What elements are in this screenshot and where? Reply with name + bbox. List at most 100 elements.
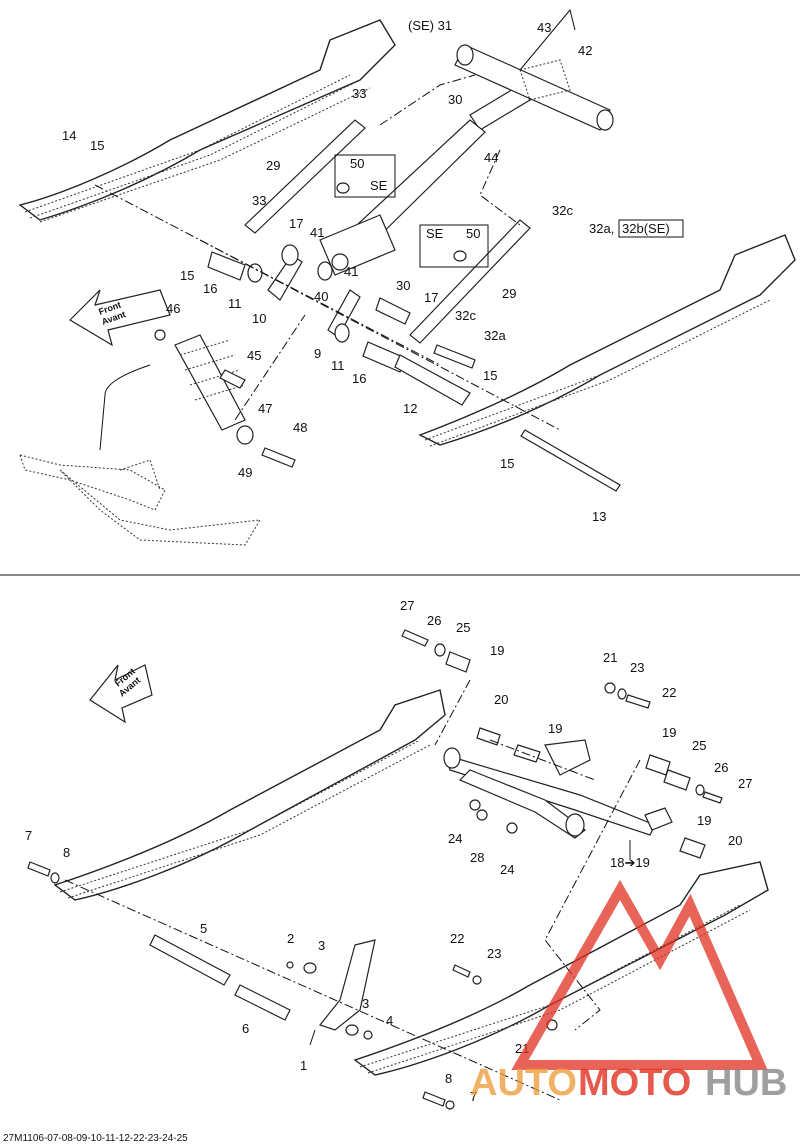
part-label: 17 <box>289 216 303 231</box>
part-label: 30 <box>396 278 410 293</box>
part-label: 24 <box>448 831 462 846</box>
part-label: 27 <box>738 776 752 791</box>
part-label: 32c <box>455 308 476 323</box>
part-label: 7 <box>470 1089 477 1104</box>
part-label: 46 <box>166 301 180 316</box>
part-label: 25 <box>456 620 470 635</box>
part-label: 23 <box>630 660 644 675</box>
rear-shock <box>154 329 296 468</box>
part-label: 28 <box>470 850 484 865</box>
top-crossbar <box>454 44 614 131</box>
watermark-triangle-logo <box>511 879 768 1070</box>
link-arm-right <box>409 219 531 344</box>
left-rail-top <box>18 19 396 223</box>
part-label: 42 <box>578 43 592 58</box>
se-box-right <box>419 224 489 268</box>
part-label: 5 <box>200 921 207 936</box>
part-label: 9 <box>314 346 321 361</box>
watermark-text-auto: AUTO <box>470 1062 577 1104</box>
bottom-part-labels: 27 26 25 19 21 23 22 20 19 19 25 26 27 2… <box>25 598 752 1104</box>
part-label: 47 <box>258 401 272 416</box>
part-label: 48 <box>293 420 307 435</box>
reference-code: 27M1106-07-08-09-10-11-12-22-23-24-25 <box>3 1133 188 1144</box>
front-arrow-bottom: Front Avant <box>89 664 153 724</box>
part-label: 20 <box>494 692 508 707</box>
part-label: 29 <box>502 286 516 301</box>
part-label: 2 <box>287 931 294 946</box>
right-rail-bottom <box>353 861 769 1076</box>
part-label: 29 <box>266 158 280 173</box>
part-label: 16 <box>203 281 217 296</box>
part-label: 49 <box>238 465 252 480</box>
se-box-left-number: 50 <box>350 156 364 171</box>
part-label: 40 <box>314 289 328 304</box>
part-label: 7 <box>25 828 32 843</box>
upper-arm-assembly <box>443 739 673 839</box>
part-label: 19 <box>662 725 676 740</box>
bracket-1 <box>286 939 376 1040</box>
part-label: 33 <box>352 86 366 101</box>
part-label: 22 <box>450 931 464 946</box>
bottom-section: Front Avant <box>25 598 769 1110</box>
part-label: 44 <box>484 150 498 165</box>
right-rail-top <box>418 234 796 447</box>
part-label: 19 <box>548 721 562 736</box>
part-label: 41 <box>344 264 358 279</box>
part-label: 33 <box>252 193 266 208</box>
axle-6 <box>234 984 291 1021</box>
watermark-text-moto: MOTO <box>578 1062 691 1104</box>
part-label: 19 <box>490 643 504 658</box>
part-label: 22 <box>662 685 676 700</box>
shock-absorber-upper <box>319 84 531 276</box>
part-label: 26 <box>714 760 728 775</box>
part-label: 8 <box>445 1071 452 1086</box>
se-box-right-se: SE <box>426 226 444 241</box>
part-label: 15 <box>90 138 104 153</box>
part-label: 23 <box>487 946 501 961</box>
part-label: 17 <box>424 290 438 305</box>
automotohub-watermark: AUTO MOTO HUB <box>470 879 787 1104</box>
part-label: 27 <box>400 598 414 613</box>
part-label: 11 <box>331 358 345 373</box>
part-label: 32c <box>552 203 573 218</box>
part-label: 21 <box>603 650 617 665</box>
part-label: 15 <box>500 456 514 471</box>
part-label: 32a <box>484 328 506 343</box>
part-label: 15 <box>483 368 497 383</box>
part-label: 45 <box>247 348 261 363</box>
label-box-32b <box>618 219 684 238</box>
part-label: 30 <box>448 92 462 107</box>
part-label: 41 <box>310 225 324 240</box>
part-label: 32a, <box>589 221 614 236</box>
bottom-small-parts <box>27 629 723 884</box>
part-label: 25 <box>692 738 706 753</box>
long-axle-13 <box>520 429 621 492</box>
part-label: 16 <box>352 371 366 386</box>
part-label: 26 <box>427 613 441 628</box>
se-box-right-number: 50 <box>466 226 480 241</box>
bottom-lines <box>64 679 641 1101</box>
part-label: 18➔19 <box>610 855 650 870</box>
part-label: 24 <box>500 862 514 877</box>
top-lines <box>94 8 576 451</box>
part-label: 11 <box>228 296 242 311</box>
part-label: 12 <box>403 401 417 416</box>
left-rail-bottom <box>53 689 446 901</box>
rear-suspension-ghost <box>19 454 261 546</box>
link-arm-left <box>244 119 366 234</box>
axle-5 <box>149 934 231 986</box>
part-label: 3 <box>318 938 325 953</box>
front-arrow-top: Front Avant <box>69 289 171 347</box>
part-label: 6 <box>242 1021 249 1036</box>
part-label: 15 <box>180 268 194 283</box>
part-label: 10 <box>252 311 266 326</box>
top-part-labels: (SE) 31 43 42 33 30 44 14 15 29 50 SE 33… <box>62 18 684 524</box>
part-label: 43 <box>537 20 551 35</box>
part-label: 4 <box>386 1013 393 1028</box>
part-label: 32b(SE) <box>622 221 670 236</box>
se-box-left-se: SE <box>370 178 388 193</box>
axle-parts-top <box>207 244 476 406</box>
top-section: Front Avant (SE) 31 43 42 33 30 44 14 15… <box>18 8 796 546</box>
watermark-text-hub: HUB <box>705 1062 787 1104</box>
